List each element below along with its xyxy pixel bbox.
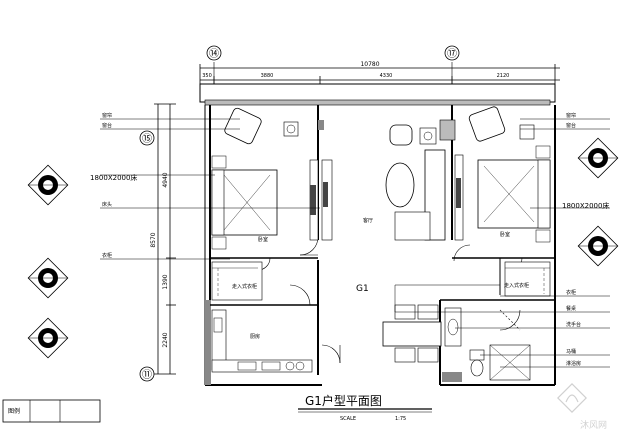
dimension-segment-2: 3880	[261, 73, 274, 79]
unit-label-g1: G1	[356, 284, 369, 294]
elevation-symbols-left	[27, 164, 69, 359]
kitchen: 厨房	[211, 309, 313, 373]
room-label-kitchen: 厨房	[250, 333, 260, 340]
annotation-right-6: 马桶	[566, 348, 576, 355]
bedroom-left-furniture: 卧室	[211, 107, 319, 250]
exterior-walls	[199, 83, 556, 386]
annotation-left-3: 床头	[102, 201, 112, 208]
annotation-right-2: 窗台	[566, 122, 576, 129]
dimension-left-3: 2240	[162, 332, 169, 347]
left-dimension-chain: 4940 1390 2240 8570	[150, 103, 176, 375]
annotation-left-2: 窗台	[102, 122, 112, 129]
callout-bed-right: 1800X2000床	[562, 201, 609, 210]
annotation-right-7: 淋浴房	[566, 360, 581, 367]
room-label-living: 客厅	[363, 217, 373, 224]
left-annotations: 窗帘 窗台 床头 衣柜 1800X2000床	[90, 112, 320, 260]
scale-value: 1:75	[395, 416, 406, 422]
annotation-left-1: 窗帘	[102, 112, 112, 119]
closet-left: 走入式衣柜	[211, 261, 263, 301]
annotation-right-1: 窗帘	[566, 112, 576, 119]
watermark-logo-icon	[557, 383, 587, 413]
annotation-left-4: 衣柜	[102, 252, 112, 259]
scale-text: SCALE	[340, 416, 356, 422]
room-label-closet-right: 走入式衣柜	[504, 282, 529, 289]
interior-walls	[210, 105, 555, 385]
dimension-total-width: 10780	[360, 61, 379, 68]
living-room-furniture: 客厅 G1	[321, 124, 446, 294]
legend-label: 图例	[8, 407, 20, 415]
watermark-text: 沐风网	[580, 419, 607, 431]
annotation-right-3: 衣柜	[566, 289, 576, 296]
room-label-bedroom-right: 卧室	[500, 231, 510, 238]
top-dimension-chain: 10780 350 3880 4330 2120	[199, 61, 560, 84]
right-annotations: 窗帘 窗台 衣柜 餐桌 洗手台 马桶 淋浴房 1800X2000床	[394, 112, 610, 368]
door-swings	[257, 236, 523, 364]
dimension-left-total: 8570	[150, 232, 157, 247]
callout-bed-left: 1800X2000床	[90, 173, 137, 182]
coffee-table	[385, 162, 415, 208]
bedroom-right-furniture: 卧室	[454, 106, 551, 243]
dimension-left-2: 1390	[162, 274, 169, 289]
dimension-left-1: 4940	[162, 172, 169, 187]
annotation-right-5: 洗手台	[566, 321, 581, 328]
grid-marker-top-right: ⑰	[447, 48, 457, 60]
dining-table	[382, 321, 442, 347]
grid-markers: ⑭ ⑰ ⑮ ⑪	[139, 45, 460, 382]
dining-set	[382, 304, 442, 363]
dimension-segment-1: 350	[202, 73, 212, 79]
grid-marker-top-left: ⑭	[209, 48, 219, 60]
dimension-segment-3: 4330	[380, 73, 393, 79]
drawing-title: G1户型平面图	[305, 393, 382, 408]
room-label-closet-left: 走入式衣柜	[232, 283, 257, 290]
grid-marker-side-upper: ⑮	[142, 133, 152, 145]
elevation-symbols-right	[577, 137, 619, 267]
grid-marker-side-lower: ⑪	[142, 369, 152, 381]
bathroom	[442, 307, 531, 382]
legend-table: 图例	[2, 399, 101, 423]
annotation-right-4: 餐桌	[566, 305, 576, 312]
dimension-segment-4: 2120	[497, 73, 510, 79]
drawing-title-block: G1户型平面图 SCALE 1:75	[298, 393, 432, 422]
room-label-bedroom-left: 卧室	[258, 236, 268, 243]
closet-right: 走入式衣柜	[504, 261, 551, 297]
watermark: 沐风网	[557, 383, 607, 431]
